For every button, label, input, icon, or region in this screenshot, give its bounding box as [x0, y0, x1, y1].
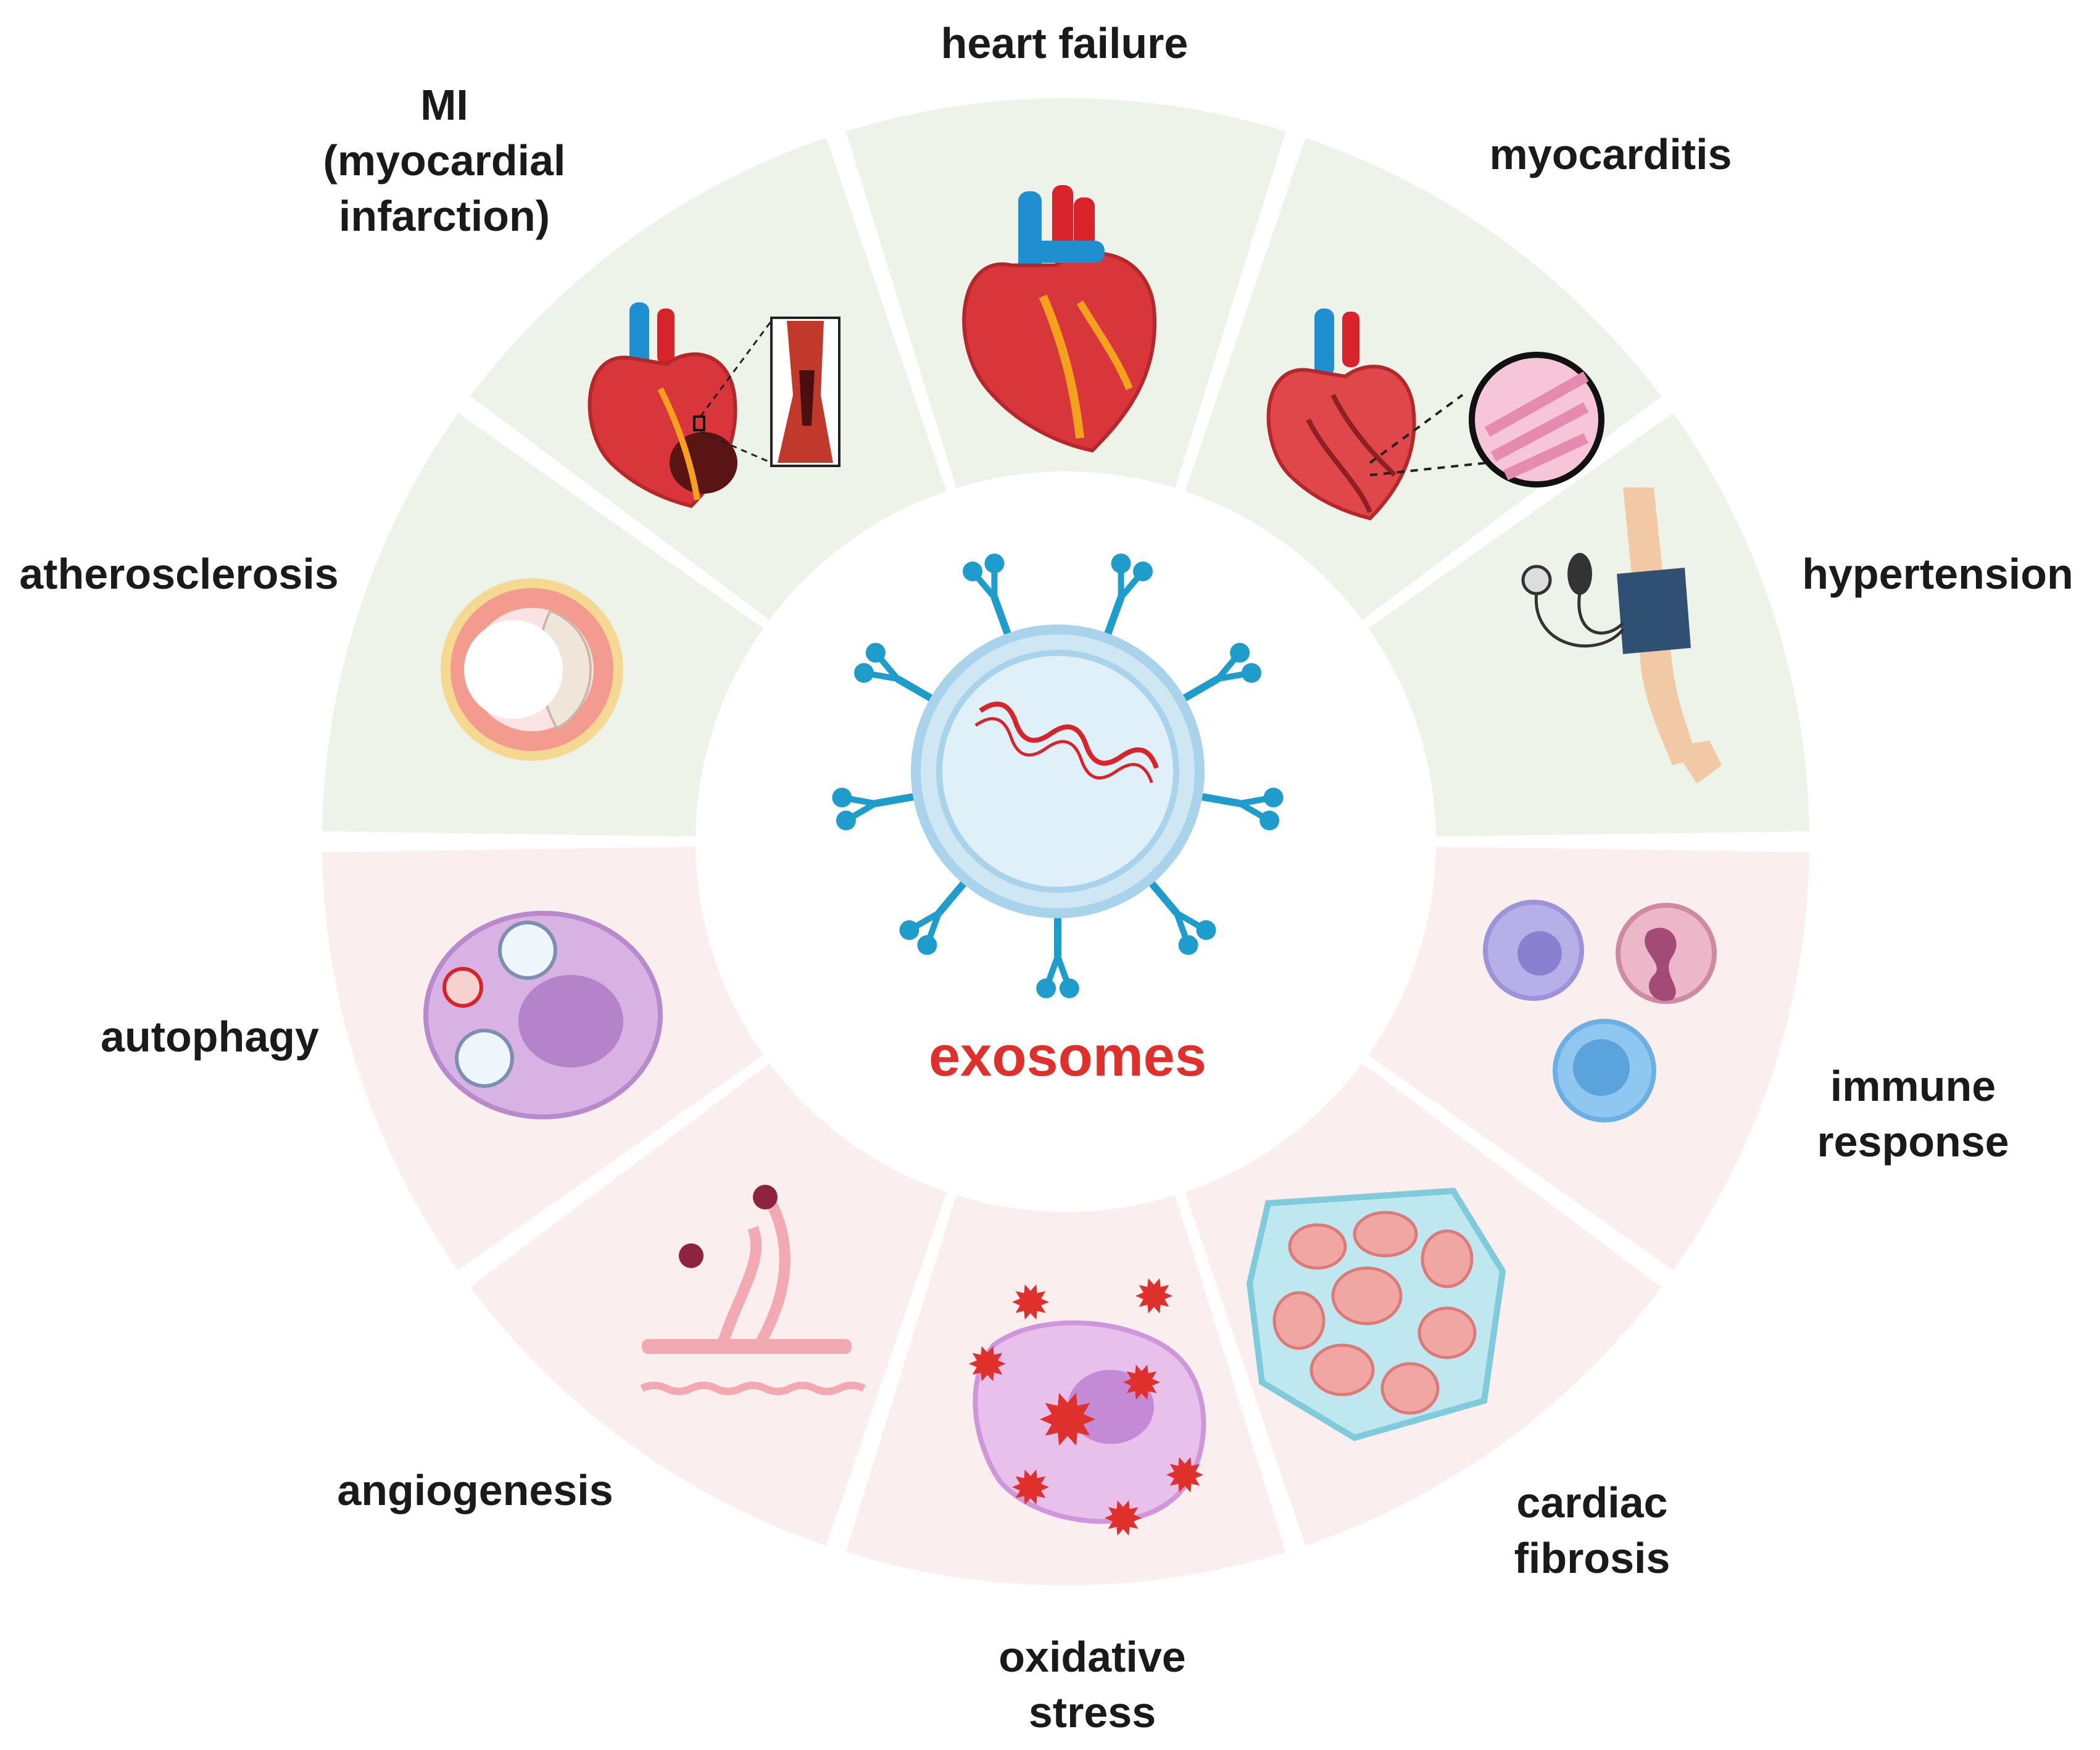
cell-reactive-oxygen-icon — [969, 1278, 1206, 1536]
reactive-oxygen-star-icon — [1135, 1278, 1172, 1314]
receptor-icon — [854, 642, 937, 704]
infarcted-heart-icon — [587, 302, 840, 508]
reactive-oxygen-star-icon — [1123, 1364, 1160, 1400]
sector-label-hypertension: hypertension — [1802, 550, 2073, 598]
sector-label-myocarditis: myocarditis — [1489, 130, 1732, 178]
fibrotic-tissue-icon — [1246, 1187, 1506, 1441]
receptor-icon — [1197, 787, 1284, 831]
blood-vessel-sprouting-icon — [640, 1185, 866, 1395]
sector-label-autophagy: autophagy — [101, 1013, 319, 1061]
autophagosome-cell-icon — [423, 911, 663, 1119]
receptor-icon — [832, 787, 919, 831]
reactive-oxygen-star-icon — [1040, 1393, 1095, 1446]
arm-blood-pressure-cuff-icon — [1521, 487, 1722, 784]
rna-strand-icon — [979, 701, 1159, 769]
receptor-icon — [1036, 913, 1079, 998]
sector-hypertension — [1368, 413, 1809, 837]
receptor-icon — [963, 554, 1013, 639]
reactive-oxygen-star-icon — [1166, 1457, 1203, 1493]
reactive-oxygen-star-icon — [1012, 1284, 1049, 1320]
receptor-icon — [1103, 554, 1153, 639]
reactive-oxygen-star-icon — [1012, 1469, 1049, 1505]
sector-label-heart-failure: heart failure — [940, 19, 1189, 67]
sector-label-atherosclerosis: atherosclerosis — [19, 550, 339, 598]
exosome-vesicle-icon — [832, 554, 1284, 998]
receptor-icon — [899, 877, 969, 955]
receptor-icon — [1179, 642, 1261, 704]
heart-icon — [962, 185, 1157, 453]
sector-myocarditis — [1185, 138, 1661, 620]
reactive-oxygen-star-icon — [1105, 1500, 1142, 1536]
sector-label-angiogenesis: angiogenesis — [337, 1466, 613, 1514]
artery-plaque-cross-section-icon — [441, 578, 623, 761]
sector-angiogenesis — [470, 1063, 947, 1546]
receptor-icon — [1146, 877, 1216, 955]
heart-section-magnifier-icon — [1266, 309, 1604, 521]
immune-cells-icon — [1483, 900, 1717, 1122]
center-label: exosomes — [928, 1025, 1207, 1088]
reactive-oxygen-star-icon — [969, 1346, 1006, 1382]
